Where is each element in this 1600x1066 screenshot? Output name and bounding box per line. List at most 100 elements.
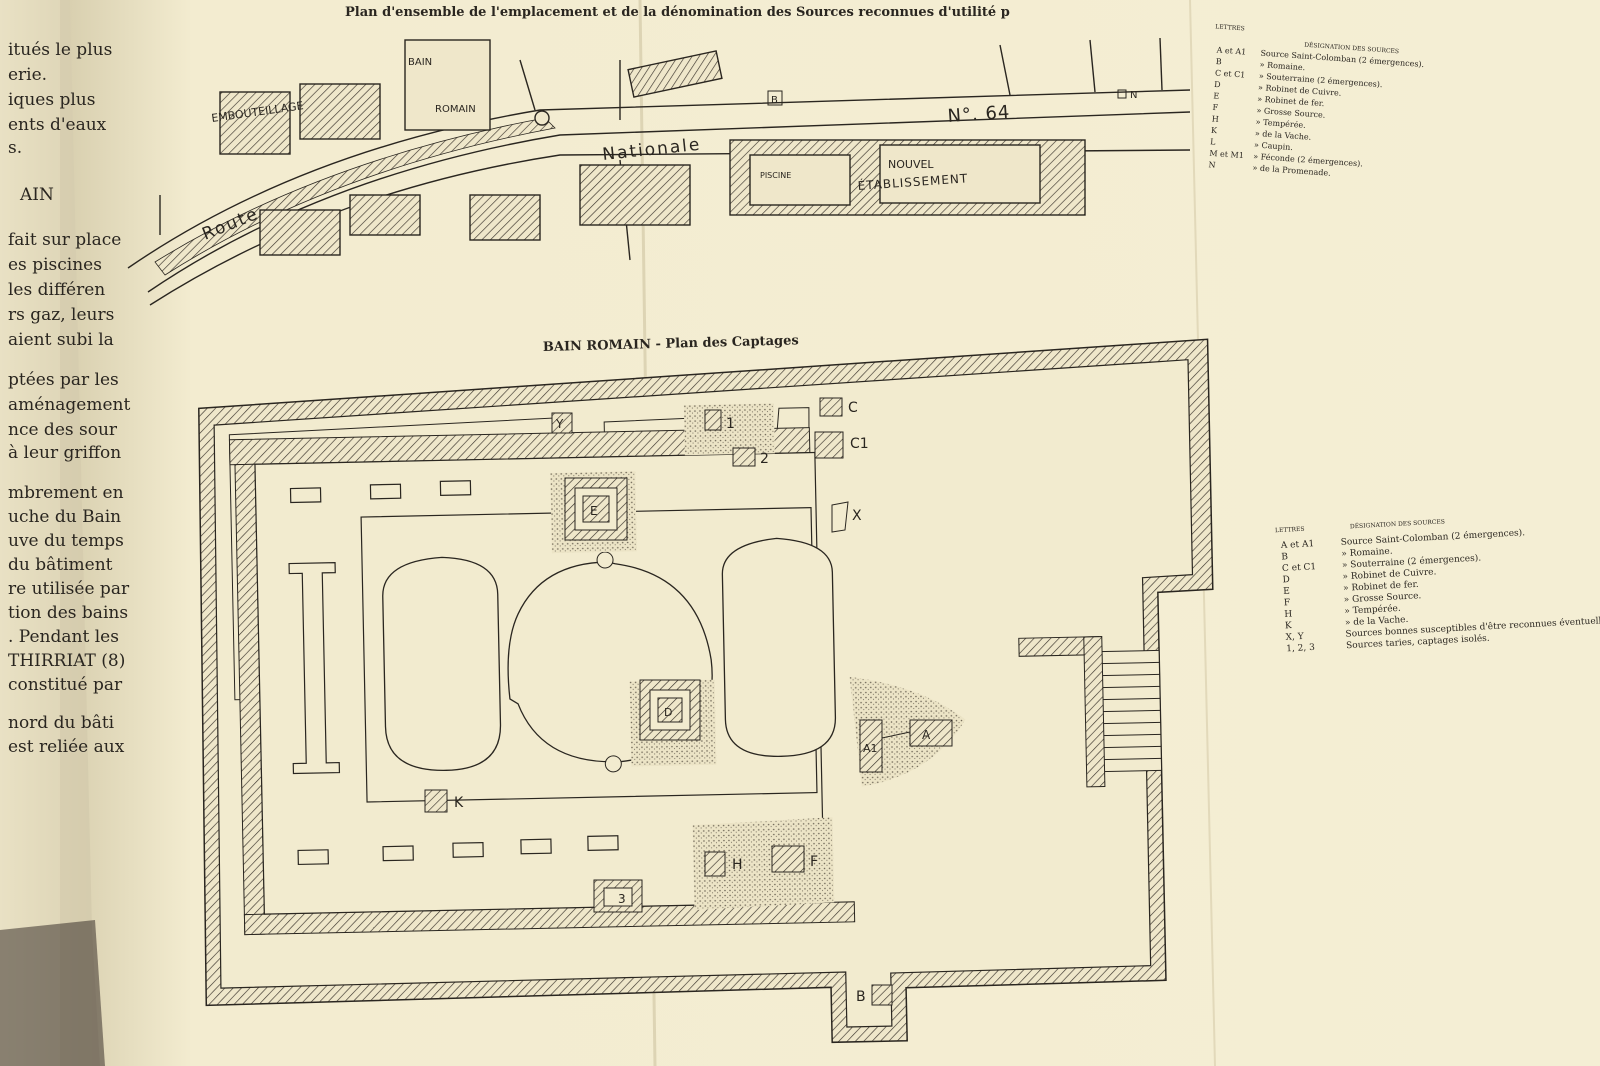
book-line: AIN (19, 185, 54, 205)
marker-h: H (732, 857, 743, 873)
legend-designation: » Tempérée. (1344, 603, 1401, 617)
book-line: est reliée aux (8, 737, 125, 757)
legend-letter: D (1282, 575, 1290, 585)
book-line: es piscines (8, 255, 102, 275)
legend-letter: M et M1 (1209, 149, 1244, 160)
legend-letter: B (1281, 552, 1289, 562)
legend-designation: » Romaine. (1341, 547, 1393, 560)
marker-2: 2 (760, 451, 769, 467)
legend-letter: F (1212, 103, 1219, 112)
route-number-label: N°. 64 (947, 102, 1011, 127)
source-k-icon (424, 789, 448, 813)
staircase (1098, 649, 1163, 773)
legend-letter: D (1214, 80, 1221, 89)
book-line: erie. (8, 65, 47, 85)
book-line: . Pendant les (8, 627, 119, 647)
book-line: fait sur place (8, 230, 121, 250)
legend-designation: » Robinet de Cuivre. (1342, 567, 1436, 582)
source-x-icon (831, 501, 849, 533)
book-line: mbrement en (8, 483, 124, 503)
marker-e: E (590, 504, 598, 518)
book-line: aménagement (8, 395, 130, 415)
legend2-col-letters: LETTRES (1275, 526, 1305, 535)
legend-letter: A et A1 (1215, 45, 1246, 56)
legend-letter: X, Y (1285, 632, 1305, 643)
marker-3: 3 (618, 892, 626, 906)
book-line: rs gaz, leurs (8, 305, 114, 325)
piscine-label: PISCINE (760, 171, 791, 180)
legend-letter: H (1284, 609, 1293, 619)
source-y-icon (551, 412, 573, 434)
legend-designation: » de la Vache. (1255, 129, 1312, 142)
captage-markers: Y 1 2 C C1 X E D K A A1 H (424, 397, 953, 1006)
source-c-icon (819, 397, 843, 417)
legend-letter: B (1216, 57, 1223, 66)
book-line: s. (8, 138, 22, 158)
legend-designation: » de la Vache. (1345, 615, 1409, 628)
captages-title: BAIN ROMAIN - Plan des Captages (543, 333, 799, 355)
marker-d: D (664, 706, 672, 719)
marker-b: B (856, 989, 866, 1005)
book-line: les différen (8, 280, 105, 300)
marker-c: C (848, 400, 858, 416)
marker-c1: C1 (850, 436, 869, 452)
marker-1: 1 (726, 416, 735, 432)
b-marker-label: B (771, 95, 778, 106)
source-b-icon (871, 984, 893, 1006)
marker-x: X (852, 508, 862, 524)
captages-plan (198, 338, 1214, 1044)
marker-a1: A1 (863, 742, 878, 755)
book-line: itués le plus (8, 40, 112, 60)
source-1-icon (704, 409, 722, 431)
legend-designation: » Caupin. (1254, 140, 1293, 152)
book-line: aient subi la (8, 330, 114, 350)
book-text: itués le plus erie. iques plus ents d'ea… (8, 40, 130, 757)
site-plan (127, 37, 1191, 306)
book-line: uve du temps (8, 531, 124, 551)
bain-label: BAIN (408, 57, 432, 68)
book-line: ents d'eaux (8, 115, 107, 135)
marker-y: Y (555, 417, 564, 431)
book-line: nce des sour (8, 420, 118, 440)
legend-letter: L (1210, 137, 1217, 146)
legend-designation: » Tempérée. (1255, 117, 1306, 129)
book-line: THIRRIAT (8) (8, 651, 125, 671)
n-marker-icon (1117, 89, 1127, 99)
book-line: du bâtiment (8, 555, 113, 575)
book-line: nord du bâti (8, 713, 115, 733)
book-line: à leur griffon (8, 443, 121, 463)
book-line: ptées par les (8, 370, 119, 390)
site-plan-title: Plan d'ensemble de l'emplacement et de l… (345, 5, 1010, 20)
legend-col-letters: LETTRES (1215, 23, 1245, 32)
book-line: re utilisée par (8, 579, 130, 599)
marker-a: A (922, 728, 931, 742)
legend-designation: » Grosse Source. (1344, 591, 1422, 605)
legend-letter: K (1211, 126, 1219, 135)
legend-designation: » Romaine. (1259, 60, 1305, 72)
source-2-icon (732, 447, 756, 467)
legend-letter: E (1283, 587, 1290, 597)
romain-label: ROMAIN (435, 104, 476, 115)
legend-letter: A et A1 (1280, 539, 1315, 551)
source-a-icon (909, 719, 953, 747)
book-line: iques plus (8, 90, 95, 110)
legend-letter: C et C1 (1282, 562, 1317, 574)
legend-letter: H (1211, 114, 1219, 123)
legend-letter: N (1208, 160, 1216, 169)
source-e-icon (564, 477, 628, 541)
source-f-icon (771, 845, 805, 873)
legend-letter: 1, 2, 3 (1286, 643, 1315, 654)
source-c1-icon (814, 431, 844, 459)
legend-letter: C et C1 (1215, 68, 1246, 79)
marker-k: K (454, 795, 464, 811)
marker-f: F (810, 854, 818, 870)
source-3-icon (603, 887, 633, 907)
legend-letter: F (1284, 598, 1291, 608)
book-line: constitué par (8, 675, 123, 695)
n-marker-label: N (1130, 90, 1137, 101)
book-line: uche du Bain (8, 507, 121, 527)
nouvel-label: NOUVEL (888, 158, 934, 171)
legend-designation: » Robinet de fer. (1343, 580, 1419, 594)
